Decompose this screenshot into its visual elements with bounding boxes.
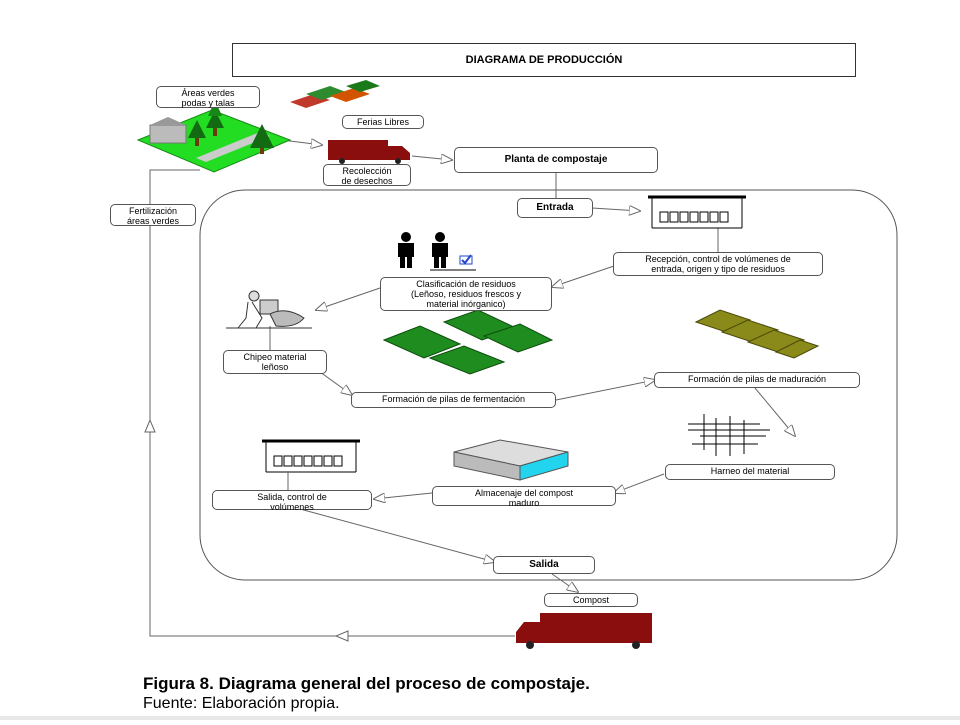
arrow-ferment-to-madur xyxy=(556,380,655,400)
node-entrada: Entrada xyxy=(517,198,593,218)
node-ferias-libres: Ferias Libres xyxy=(342,115,424,129)
diagram-title: DIAGRAMA DE PRODUCCIÓN xyxy=(232,43,856,77)
node-fermentacion: Formación de pilas de fermentación xyxy=(351,392,556,408)
figure-caption: Figura 8. Diagrama general del proceso d… xyxy=(143,674,590,694)
node-clasificacion: Clasificación de residuos (Leñoso, resid… xyxy=(380,277,552,311)
collection-truck-icon xyxy=(328,140,410,164)
arrow-chipeo-to-ferment xyxy=(320,372,352,395)
reception-building-icon xyxy=(648,197,746,228)
arrow-recepcion-to-clasif xyxy=(552,266,614,287)
node-planta-compostaje: Planta de compostaje xyxy=(454,147,658,173)
compost-truck-icon xyxy=(516,613,652,649)
node-compost: Compost xyxy=(544,593,638,607)
node-areas-verdes: Áreas verdes podas y talas xyxy=(156,86,260,108)
node-harneo: Harneo del material xyxy=(665,464,835,480)
screen-sieve-icon xyxy=(688,414,770,456)
market-stalls-icon xyxy=(290,80,380,108)
arrow-harneo-to-almacen xyxy=(614,474,664,493)
storage-box-icon xyxy=(454,440,568,480)
fermentation-piles-icon xyxy=(384,310,552,374)
arrow-entrada-to-building xyxy=(592,208,640,211)
workers-icon xyxy=(398,232,476,270)
node-salida: Salida xyxy=(493,556,595,574)
node-almacenaje: Almacenaje del compost maduro xyxy=(432,486,616,506)
node-salida-control: Salida, control de volúmenes xyxy=(212,490,372,510)
maturation-piles-icon xyxy=(696,310,818,358)
bottom-rule xyxy=(0,716,960,720)
node-recepcion: Recepción, control de volúmenes de entra… xyxy=(613,252,823,276)
figure-source: Fuente: Elaboración propia. xyxy=(143,695,340,713)
arrow-salida-to-compost xyxy=(552,574,578,592)
arrow-madur-to-harneo xyxy=(755,388,795,436)
node-recoleccion: Recolección de desechos xyxy=(323,164,411,186)
arrow-truck-to-planta xyxy=(412,156,452,160)
arrow-almacen-to-salida xyxy=(374,493,432,499)
arrow-clasif-to-chipeo xyxy=(316,288,380,310)
node-maduracion: Formación de pilas de maduración xyxy=(654,372,860,388)
green-area-icon xyxy=(138,100,290,172)
arrow-salidactrl-to-salida xyxy=(300,509,495,562)
node-chipeo: Chipeo material leñoso xyxy=(223,350,327,374)
output-building-icon xyxy=(262,441,360,490)
node-fertilizacion: Fertilización áreas verdes xyxy=(110,204,196,226)
chipper-worker-icon xyxy=(226,291,312,328)
